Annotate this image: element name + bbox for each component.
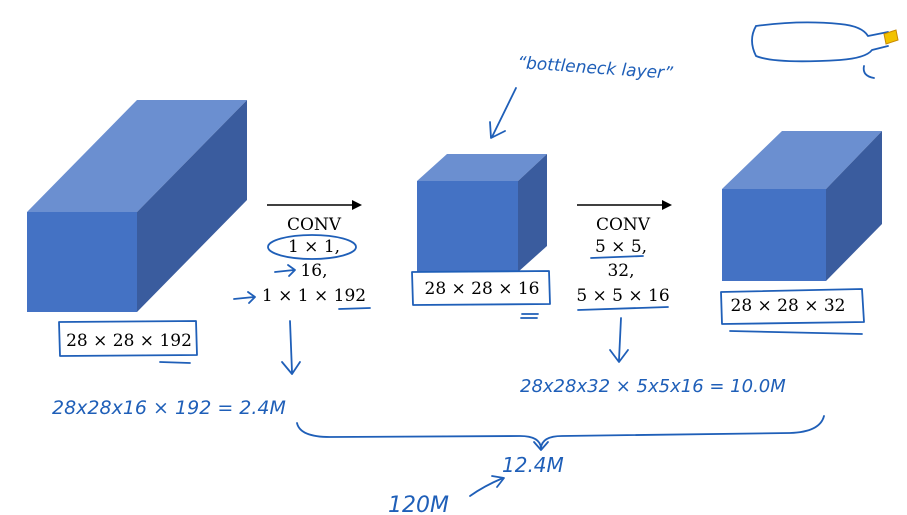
conv1-192-underline xyxy=(338,307,371,310)
cost1-arrow xyxy=(281,320,301,375)
total-brace-tip xyxy=(533,441,549,451)
bottleneck-note-arrow xyxy=(489,87,517,139)
input-volume-front xyxy=(27,212,137,312)
total-brace xyxy=(296,415,825,449)
conv1-title: CONV xyxy=(287,215,342,235)
input-volume-label: 28 × 28 × 192 xyxy=(66,331,192,351)
conv1-shape-arrow xyxy=(233,291,256,304)
bottleneck-label-mark xyxy=(520,313,539,319)
conv2-shape: 5 × 5 × 16 xyxy=(576,286,669,306)
conv2-filters: 32, xyxy=(607,261,634,281)
cost2-arrow xyxy=(609,317,629,363)
conv1-kernel: 1 × 1, xyxy=(288,237,340,257)
output-volume-label: 28 × 28 × 32 xyxy=(731,296,846,316)
output-label-box xyxy=(720,288,865,325)
bottleneck-volume-front xyxy=(417,181,518,272)
corner-doodle xyxy=(751,21,889,79)
total-text: 12.4M xyxy=(502,453,564,477)
conv1-arrow xyxy=(267,200,362,210)
bottleneck-volume-top xyxy=(417,154,547,181)
cost2-text: 28x28x32 × 5x5x16 = 10.0M xyxy=(520,376,786,397)
input-label-underline xyxy=(159,361,191,364)
naive-arrow xyxy=(469,475,505,497)
output-volume-side xyxy=(826,131,882,281)
input-volume xyxy=(27,100,247,312)
output-label-underline xyxy=(729,330,863,335)
bottleneck-volume-label: 28 × 28 × 16 xyxy=(425,279,540,299)
conv2-kernel-underline xyxy=(590,255,644,259)
output-volume xyxy=(722,131,882,281)
corner-doodle-mark xyxy=(883,29,899,45)
conv1-filters-arrow xyxy=(274,264,296,277)
bottleneck-volume xyxy=(417,154,547,272)
input-volume-side xyxy=(137,100,247,312)
conv2-title: CONV xyxy=(596,215,651,235)
output-volume-front xyxy=(722,189,826,281)
conv2-kernel: 5 × 5, xyxy=(595,237,647,257)
bottleneck-volume-side xyxy=(518,154,547,272)
cost1-text: 28x28x16 × 192 = 2.4M xyxy=(52,397,286,419)
conv1-filters: 16, xyxy=(300,261,327,281)
conv1-shape: 1 × 1 × 192 xyxy=(262,286,366,306)
naive-text: 120M xyxy=(388,493,449,515)
output-volume-top xyxy=(722,131,882,189)
conv2-arrow xyxy=(577,200,672,210)
bottleneck-label-box xyxy=(411,270,551,306)
bottleneck-note: “bottleneck layer” xyxy=(517,53,674,84)
input-volume-top xyxy=(27,100,247,212)
input-label-box xyxy=(58,320,198,357)
conv1-kernel-circle xyxy=(267,234,357,260)
conv2-shape-underline xyxy=(577,306,669,311)
